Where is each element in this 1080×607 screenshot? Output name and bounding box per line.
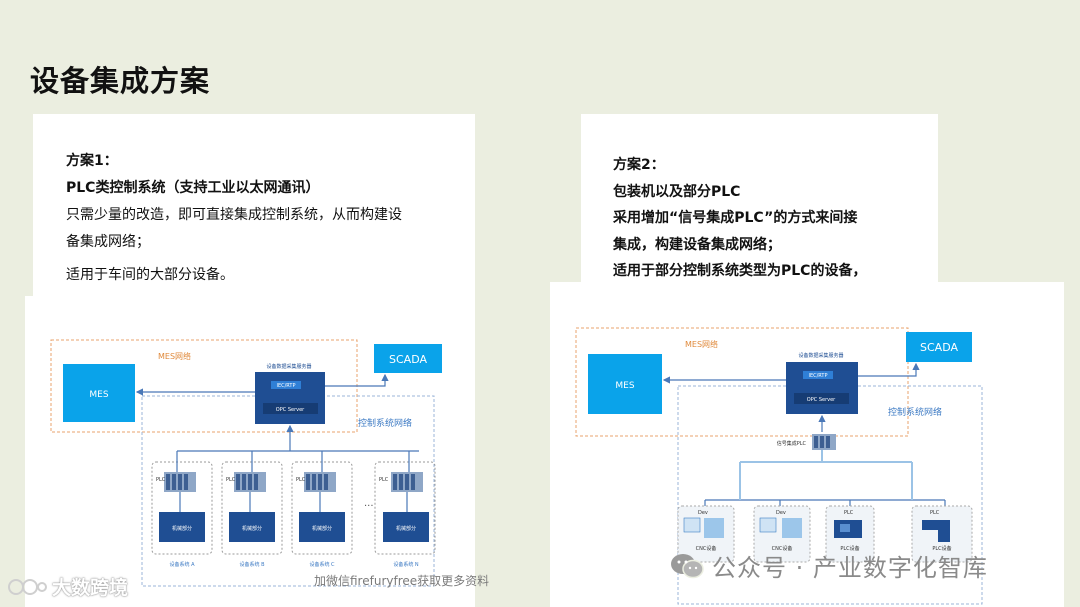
svg-text:Dev: Dev <box>776 510 786 516</box>
scheme1-desc-line3: 适用于车间的大部分设备。 <box>66 267 234 283</box>
svg-text:PLC: PLC <box>226 477 236 483</box>
control-network-label: 控制系统网络 <box>888 406 942 418</box>
device-system-c: PLC 机械部分 设备系统 C <box>291 451 353 568</box>
scheme2-network-diagram: MES网络 控制系统网络 MES SCADA 设备数据采集服务器 IEC/RTP… <box>575 327 983 605</box>
page-title: 设备集成方案 <box>30 64 211 98</box>
server-box <box>786 362 858 414</box>
device-cnc-1: Dev CNC设备 <box>677 505 735 563</box>
scada-box <box>374 344 442 373</box>
svg-text:Dev: Dev <box>698 510 708 516</box>
device-system-a: PLC 机械部分 设备系统 A <box>151 451 213 568</box>
scada-label: SCADA <box>389 353 427 366</box>
scheme1-desc-line1: 只需少量的改造，即可直接集成控制系统，从而构建设 <box>66 207 402 223</box>
mes-box <box>63 364 135 422</box>
device-plc-1: PLC PLC设备 <box>825 505 875 563</box>
scheme1-text: 方案1： PLC类控制系统（支持工业以太网通讯） 只需少量的改造，即可直接集成控… <box>66 148 466 289</box>
server-to-scada-link <box>858 362 920 377</box>
scheme2-line4: 适用于部分控制系统类型为PLC的设备， <box>613 263 867 279</box>
server-sub1: IEC/RTP <box>277 383 296 389</box>
scada-label: SCADA <box>920 341 958 354</box>
mes-box <box>588 354 662 414</box>
svg-text:PLC: PLC <box>379 477 389 483</box>
scheme1-heading: 方案1： <box>66 153 118 169</box>
scheme2-line2: 采用增加“信号集成PLC”的方式来间接 <box>613 210 858 226</box>
watermark-right-text: 公众号 · 产业数字化智库 <box>712 554 988 582</box>
server-sub1-box <box>803 371 833 379</box>
scada-box <box>906 332 972 362</box>
brand-logo-icon <box>8 578 47 595</box>
wechat-icon <box>671 553 704 578</box>
svg-text:CNC设备: CNC设备 <box>772 545 793 552</box>
server-sub2: OPC Server <box>276 407 305 413</box>
scheme1-subheading: PLC类控制系统（支持工业以太网通讯） <box>66 180 320 196</box>
svg-text:PLC设备: PLC设备 <box>840 545 859 552</box>
svg-text:机械部分: 机械部分 <box>172 525 192 532</box>
watermark-center: 加微信firefuryfree获取更多资料 <box>314 574 490 588</box>
svg-text:PLC设备: PLC设备 <box>932 545 951 552</box>
server-sub2-box <box>794 393 849 404</box>
svg-text:PLC: PLC <box>844 510 854 516</box>
svg-text:PLC: PLC <box>296 477 306 483</box>
scheme1-card <box>33 114 475 296</box>
scheme2-heading: 方案2： <box>613 157 665 173</box>
svg-text:设备系统 N: 设备系统 N <box>393 561 419 568</box>
svg-text:设备系统 A: 设备系统 A <box>169 561 195 568</box>
device-system-n: PLC 机械部分 设备系统 N <box>374 451 436 568</box>
server-sub1-box <box>271 381 301 389</box>
server-title: 设备数据采集服务器 <box>266 363 311 370</box>
mes-network-label: MES网络 <box>685 339 718 349</box>
svg-text:机械部分: 机械部分 <box>242 525 262 532</box>
scheme2-line1: 包装机以及部分PLC <box>613 183 741 200</box>
device-ellipsis: ... <box>364 498 374 509</box>
watermark-left-text: 大数跨境 <box>52 577 129 599</box>
svg-text:PLC: PLC <box>156 477 166 483</box>
server-sub2: OPC Server <box>807 397 836 403</box>
control-network-label: 控制系统网络 <box>358 417 412 429</box>
scheme2-line3: 集成，构建设备集成网络； <box>613 236 781 253</box>
svg-text:信号集成PLC: 信号集成PLC <box>777 440 807 447</box>
server-sub2-box <box>263 403 318 414</box>
scheme1-network-diagram: MES网络 控制系统网络 MES SCADA 设备数据采集服务器 IEC/RTP… <box>50 339 442 587</box>
svg-text:PLC: PLC <box>930 510 940 516</box>
server-sub1: IEC/RTP <box>809 373 828 379</box>
svg-text:CNC设备: CNC设备 <box>696 545 717 552</box>
svg-text:设备系统 C: 设备系统 C <box>309 561 335 568</box>
device-plc-2: PLC PLC设备 <box>911 505 973 563</box>
svg-text:机械部分: 机械部分 <box>396 525 416 532</box>
device-cnc-2: Dev CNC设备 <box>753 505 811 563</box>
signal-integration-plc: 信号集成PLC <box>777 434 836 450</box>
svg-text:机械部分: 机械部分 <box>312 525 332 532</box>
mes-network-frame <box>575 327 909 437</box>
scheme1-desc-line2: 备集成网络； <box>66 234 150 250</box>
scheme2-text: 方案2： 包装机以及部分PLC 采用增加“信号集成PLC”的方式来间接 集成，构… <box>613 152 933 285</box>
server-box <box>255 372 325 424</box>
svg-text:设备系统 B: 设备系统 B <box>239 561 265 568</box>
mes-label: MES <box>89 390 108 400</box>
watermark-left: 大数跨境 <box>8 573 128 600</box>
scheme2-card <box>581 114 938 284</box>
mes-label: MES <box>615 381 634 391</box>
watermark-right: 公众号 · 产业数字化智库 <box>670 548 988 583</box>
server-title: 设备数据采集服务器 <box>798 352 843 359</box>
server-to-scada-link <box>325 373 389 387</box>
mes-network-label: MES网络 <box>158 351 191 361</box>
device-system-b: PLC 机械部分 设备系统 B <box>221 451 283 568</box>
